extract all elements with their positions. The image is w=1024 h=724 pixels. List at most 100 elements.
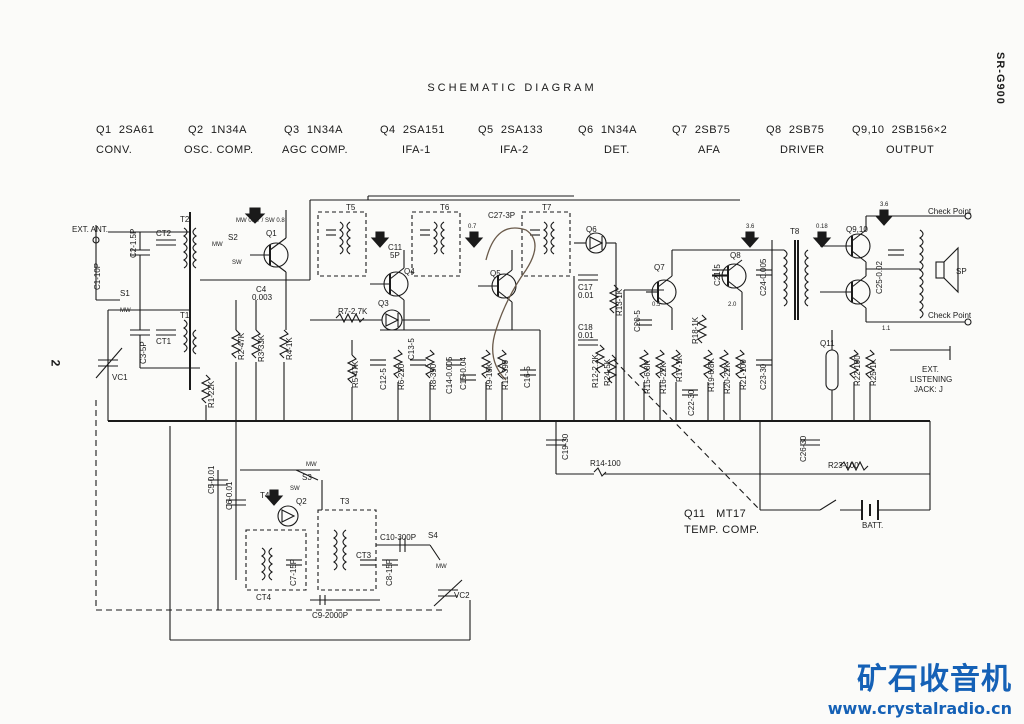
c25-label: C25-0.02 (875, 261, 884, 294)
c18-label: C18 (578, 323, 593, 332)
r6-label: R6-220 (397, 363, 406, 390)
r22-label: R22-100 (853, 355, 862, 386)
q10-voltage: 1.1 (882, 326, 891, 332)
transistor-q1-function: CONV. (96, 144, 133, 156)
c10-label: C10-300P (380, 533, 416, 542)
r23-label: R23-100 (828, 461, 859, 470)
c18-value: 0.01 (578, 331, 594, 340)
r25-label: R25-1K (869, 358, 878, 386)
t3-label: T3 (340, 497, 350, 506)
q11-label: Q11 MT17 TEMP. COMP. (684, 508, 760, 536)
c27-label: C27-3P (488, 211, 515, 220)
t5-label: T5 (346, 203, 356, 212)
r2-label: R2-47K (237, 332, 246, 360)
q6-ref: Q6 (586, 225, 597, 234)
transistor-q3-type: Q3 1N34A (284, 124, 343, 136)
t4-label: T4 (260, 491, 270, 500)
jack-label-3: JACK: J (914, 385, 943, 394)
t7-label: T7 (542, 203, 552, 212)
q2-ref: Q2 (296, 497, 307, 506)
r14-label: R14-100 (590, 459, 621, 468)
c12-label: C12-5 (379, 368, 388, 390)
c20-label: C20-5 (633, 310, 642, 332)
transistor-q1-type: Q1 2SA61 (96, 124, 155, 136)
transistor-q4-function: IFA-1 (402, 144, 431, 156)
page-title: SCHEMATIC DIAGRAM (427, 82, 597, 94)
r17-label: R17-1K (675, 354, 684, 382)
c26-label: C26-30 (799, 435, 808, 462)
c24-label: C24-0.005 (759, 258, 768, 296)
r9-label: R9-10K (485, 362, 494, 390)
c3-label: C3-5P (139, 341, 148, 364)
jack-label-1: EXT. (922, 365, 939, 374)
s1-label: S1 (120, 289, 130, 298)
r5-label: R5-47K (351, 360, 360, 388)
q1-voltage: MW 0.47 / SW 0.8 (236, 218, 285, 224)
ct3-label: CT3 (356, 551, 372, 560)
model-number: SR-G900 (994, 52, 1006, 105)
r1-label: R1-22K (207, 380, 216, 408)
check-point-bottom: Check Point (928, 311, 972, 320)
r13-label: R13-1K (615, 288, 624, 316)
r15-label: R15-6.8K (643, 360, 652, 394)
q8-ref: Q8 (730, 251, 741, 260)
transistor-q5-type: Q5 2SA133 (478, 124, 543, 136)
speaker-label: SP (956, 267, 967, 276)
c11-value: 5P (390, 251, 400, 260)
s4-mw-label: MW (436, 564, 447, 570)
c17-label: C17 (578, 283, 593, 292)
r16-label: R16-22K (659, 362, 668, 394)
r18-label: R18-1K (691, 316, 700, 344)
transistor-q8-function: DRIVER (780, 144, 825, 156)
ct1-label: CT1 (156, 337, 172, 346)
c9-label: C9-2000P (312, 611, 348, 620)
battery-label: BATT. (862, 521, 883, 530)
c4-value: 0.003 (252, 293, 273, 302)
vc1-label: VC1 (112, 373, 128, 382)
r8-label: R8-390 (429, 363, 438, 390)
q4-ref: Q4 (404, 267, 415, 276)
r12-label: R12-2.2K (591, 354, 600, 388)
transistor-q7-type: Q7 2SB75 (672, 124, 731, 136)
transistor-q2-function: OSC. COMP. (184, 144, 254, 156)
transistor-q9-10-function: OUTPUT (886, 144, 935, 156)
c19-label: C19-30 (561, 433, 570, 460)
s2-sw-label: SW (232, 260, 242, 266)
ct2-label: CT2 (156, 229, 172, 238)
t8-voltage: 0.18 (816, 224, 828, 230)
jack-label-2: LISTENING (910, 375, 952, 384)
q7-ref: Q7 (654, 263, 665, 272)
s1-mw-label: MW (120, 308, 131, 314)
c11-label: C11 (388, 243, 403, 252)
s3-sw-label: SW (290, 486, 300, 492)
c5-label: C5-0.01 (207, 465, 216, 494)
q3-ref: Q3 (378, 299, 389, 308)
s3-mw-label: MW (306, 462, 317, 468)
r19-label: R19-6.8K (707, 358, 716, 392)
q5-ref: Q5 (490, 269, 501, 278)
transistor-q6-function: DET. (604, 144, 630, 156)
q11-ref: Q11 (820, 339, 835, 348)
c6-label: C6-0.01 (225, 481, 234, 510)
vcc-voltage: 3.6 (746, 224, 755, 230)
ct4-label: CT4 (256, 593, 272, 602)
transistor-q9-10-type: Q9,10 2SB156×2 (852, 124, 948, 136)
c4-label: C4 (256, 285, 267, 294)
q9-ref: Q9,10 (846, 225, 868, 234)
q8-voltage: 2.0 (728, 302, 737, 308)
transistor-q4-type: Q4 2SA151 (380, 124, 445, 136)
c15-label: C15-0.04 (459, 357, 468, 390)
c2-label: C2-1.5P (129, 229, 138, 258)
c22-label: C22-30 (687, 389, 696, 416)
t8-label: T8 (790, 227, 800, 236)
c21-label: C21-5 (713, 264, 722, 286)
q7-voltage: 0.5 (652, 302, 661, 308)
r3-label: R3-33K (257, 334, 266, 362)
q4-voltage: 0.7 (468, 224, 477, 230)
t2-label: T2 (180, 215, 190, 224)
c8-label: C8-15P (385, 559, 394, 586)
watermark-url: www.crystalradio.cn (827, 699, 1012, 718)
c7-label: C7-15P (289, 559, 298, 586)
c14-label: C14-0.005 (445, 356, 454, 394)
